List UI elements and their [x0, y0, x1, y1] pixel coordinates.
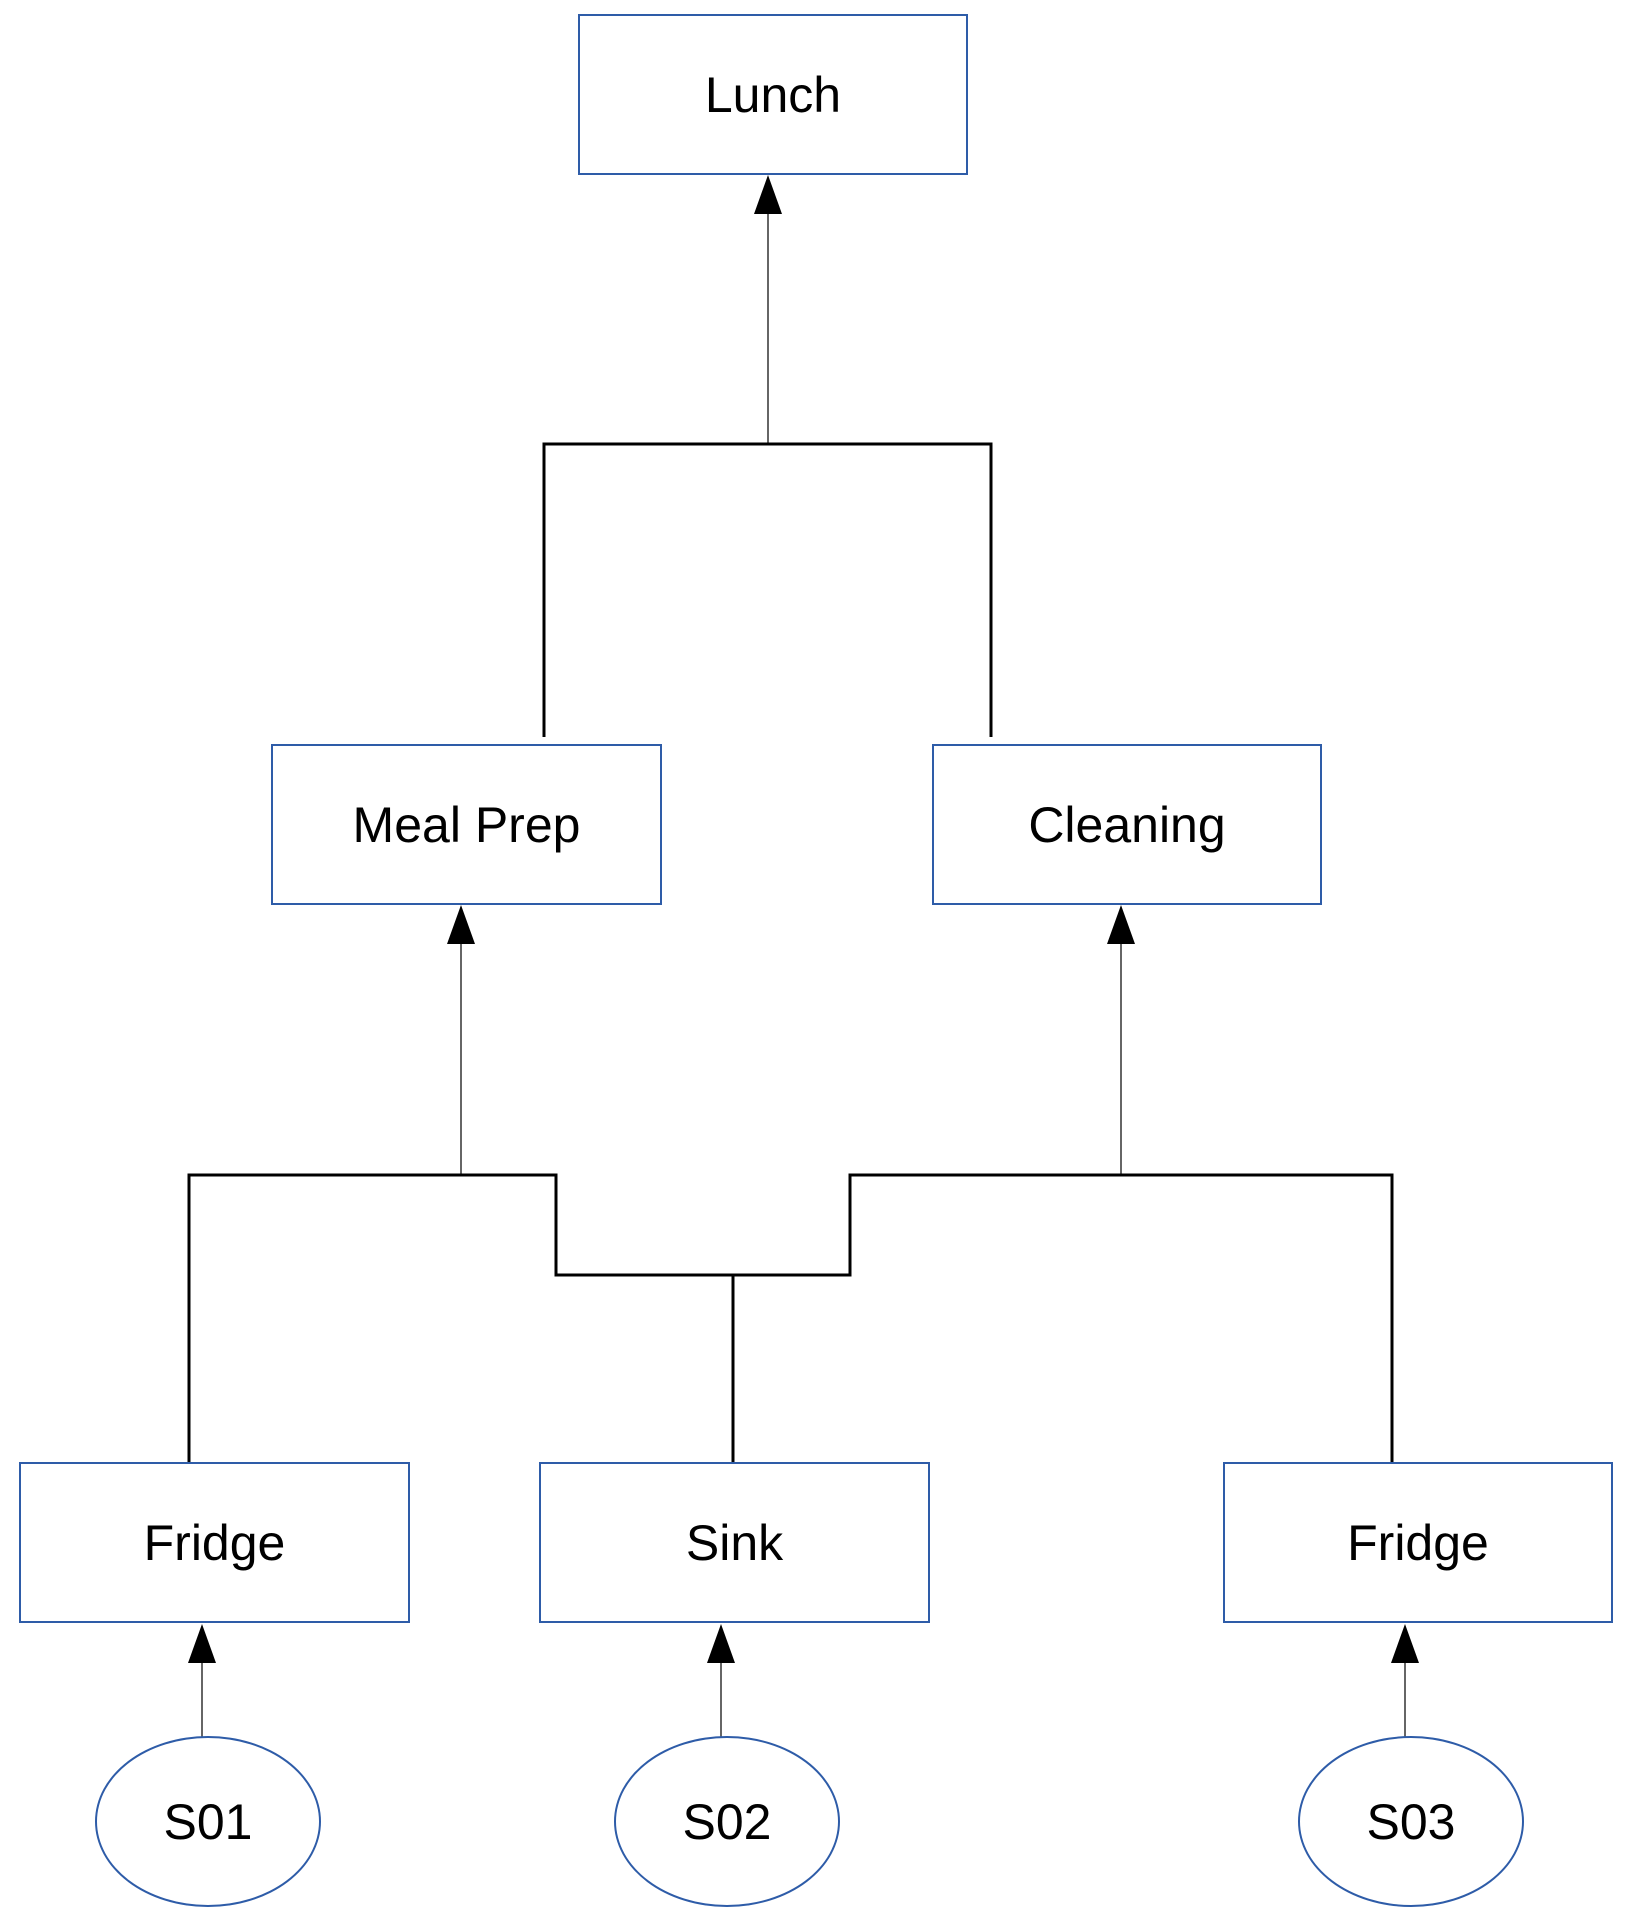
node-sink-label: Sink [685, 1514, 784, 1571]
node-fridge-1: Fridge [19, 1462, 410, 1623]
source-s02-label: S02 [682, 1793, 772, 1850]
arrowhead-lunch [754, 175, 782, 214]
source-s01-label: S01 [163, 1793, 253, 1850]
arrowhead-cleaning [1107, 905, 1135, 944]
source-s01: S01 [95, 1736, 321, 1907]
node-cleaning: Cleaning [932, 744, 1322, 905]
arrowhead-fridge-1 [188, 1624, 216, 1663]
source-s03: S03 [1298, 1736, 1524, 1907]
node-fridge-2-label: Fridge [1347, 1514, 1489, 1571]
connector-mealprep-cleaning-bracket [542, 442, 993, 737]
node-fridge-2: Fridge [1223, 1462, 1613, 1623]
source-s02: S02 [614, 1736, 840, 1907]
node-lunch: Lunch [578, 14, 968, 175]
node-cleaning-label: Cleaning [1028, 796, 1226, 853]
arrowhead-mealprep [447, 905, 475, 944]
node-lunch-label: Lunch [704, 66, 842, 123]
node-fridge-1-label: Fridge [143, 1514, 286, 1571]
connector-fridge-sink-mealprep-bracket [187, 1173, 733, 1467]
connector-sink-fridge-cleaning-bracket [733, 1173, 1394, 1467]
node-meal-prep: Meal Prep [271, 744, 662, 905]
node-sink: Sink [539, 1462, 930, 1623]
arrowhead-sink [707, 1624, 735, 1663]
source-s03-label: S03 [1366, 1793, 1456, 1850]
arrowhead-fridge-2 [1391, 1624, 1419, 1663]
node-meal-prep-label: Meal Prep [352, 796, 581, 853]
